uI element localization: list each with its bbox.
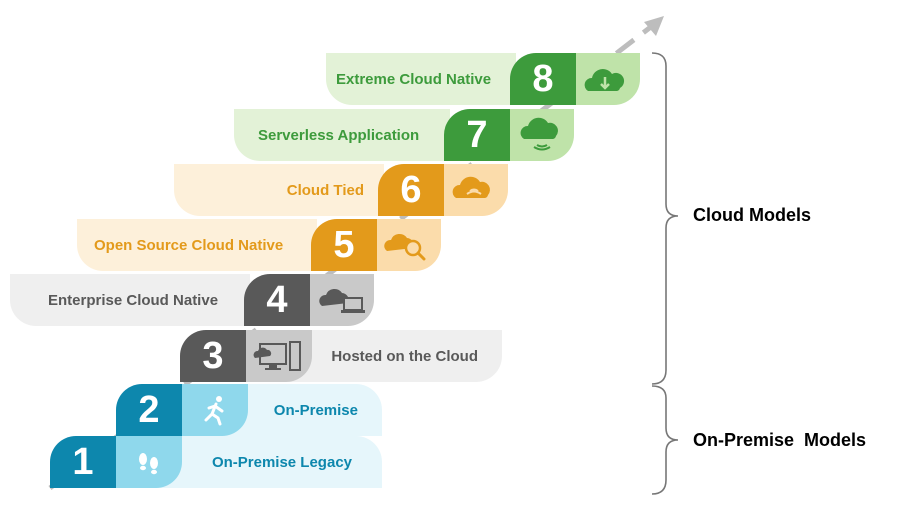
cloud-models-label: Cloud Models <box>693 205 811 225</box>
step-2-number: 2 <box>116 384 182 436</box>
cloud-download-icon <box>576 53 640 105</box>
step-7-band: Serverless Application <box>234 109 450 161</box>
cloud-laptop-icon <box>310 274 374 326</box>
cloud-computer-icon <box>246 330 312 382</box>
footprints-icon <box>116 436 182 488</box>
step-8-number: 8 <box>510 53 576 105</box>
step-1-number: 1 <box>50 436 116 488</box>
step-2-label: On-Premise <box>273 401 358 419</box>
step-4-label: Enterprise Cloud Native <box>48 291 219 309</box>
step-5-label: Open Source Cloud Native <box>94 236 284 254</box>
step-7-number: 7 <box>444 109 510 161</box>
step-4-band: Enterprise Cloud Native <box>10 274 250 326</box>
step-6-band: Cloud Tied <box>174 164 384 216</box>
step-8-label: Extreme Cloud Native <box>336 70 492 88</box>
step-1-label: On-Premise Legacy <box>211 453 352 471</box>
step-5-number: 5 <box>311 219 377 271</box>
step-4-number: 4 <box>244 274 310 326</box>
cloud-signal-icon <box>444 164 508 216</box>
step-6-label: Cloud Tied <box>286 181 364 199</box>
running-person-icon <box>182 384 248 436</box>
on-premise-models-label: On-Premise Models <box>693 430 867 450</box>
step-8-band: Extreme Cloud Native <box>326 53 516 105</box>
step-5-band: Open Source Cloud Native <box>77 219 317 271</box>
step-7-label: Serverless Application <box>258 126 420 144</box>
step-3-label: Hosted on the Cloud <box>331 347 478 365</box>
cloud-search-icon <box>377 219 441 271</box>
step-3-number: 3 <box>180 330 246 382</box>
cloud-wifi-icon <box>510 109 574 161</box>
step-6-number: 6 <box>378 164 444 216</box>
